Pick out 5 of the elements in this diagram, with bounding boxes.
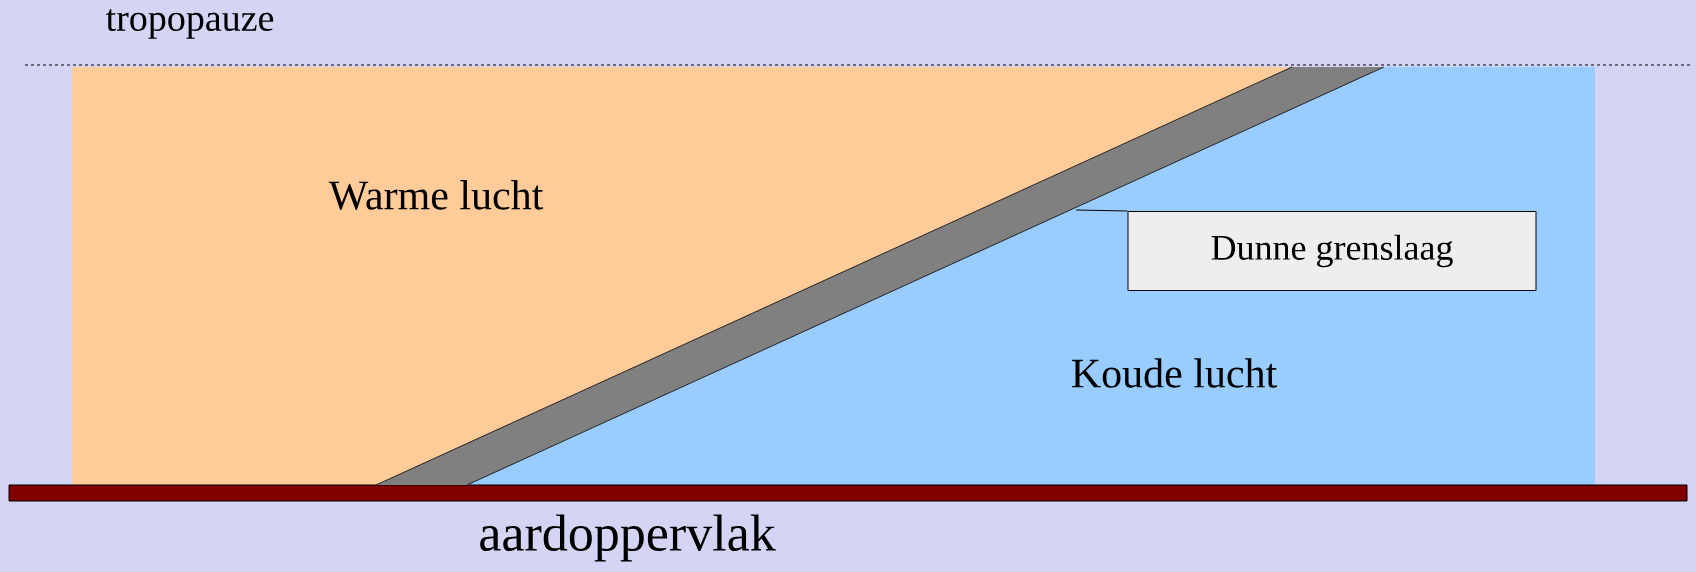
region-label: tropopauze (106, 9, 274, 39)
region-label: Warme lucht (328, 180, 544, 210)
leader-line (1075, 209, 1128, 212)
region-label: Koude lucht (1072, 358, 1277, 388)
text-box: Dunne grenslaag (1127, 211, 1537, 291)
